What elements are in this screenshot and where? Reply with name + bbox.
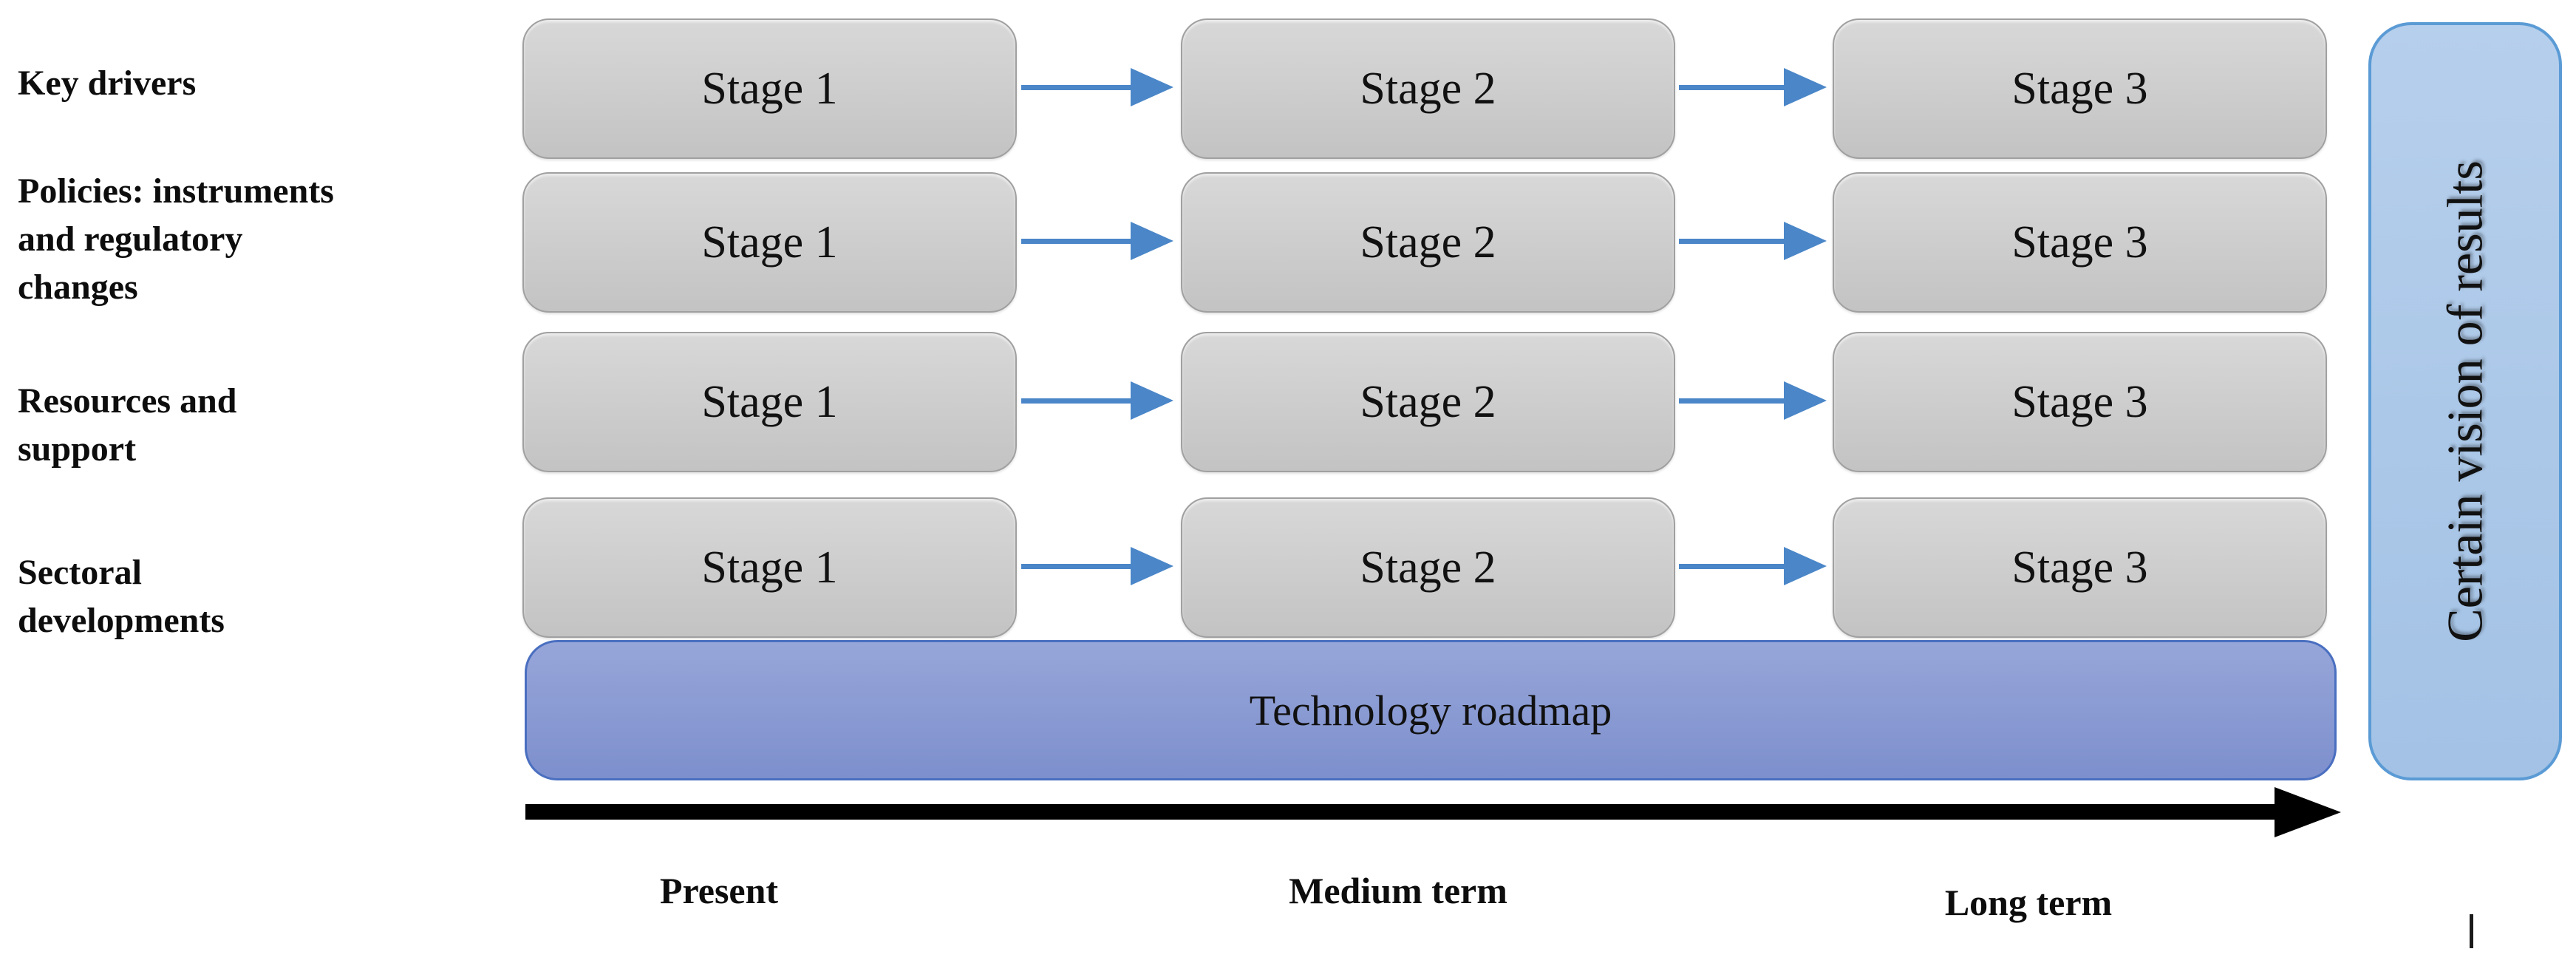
stage-box: Stage 2 xyxy=(1181,172,1675,313)
vision-of-results-box: Certain vision of results xyxy=(2368,22,2562,780)
timeline-arrow-shaft xyxy=(525,804,2275,820)
stage-box-label: Stage 3 xyxy=(2011,376,2148,427)
stage-box-label: Stage 1 xyxy=(701,542,838,593)
stage-box: Stage 3 xyxy=(1833,172,2327,313)
flow-arrow-head-icon xyxy=(1131,222,1173,260)
stage-box-label: Stage 2 xyxy=(1360,542,1496,593)
timeline-arrow-head-icon xyxy=(2275,787,2341,837)
stage-box: Stage 2 xyxy=(1181,497,1675,638)
timeline-label-present: Present xyxy=(659,870,779,911)
row-label-policies: Policies: instruments and regulatory cha… xyxy=(18,171,334,307)
flow-arrow xyxy=(1021,68,1173,106)
flow-arrow-head-icon xyxy=(1784,222,1827,260)
flow-arrow xyxy=(1679,547,1827,585)
row-label-sectoral: Sectoral developments xyxy=(18,553,225,640)
flow-arrow-head-icon xyxy=(1131,68,1173,106)
cursor-tick-mark xyxy=(2470,914,2473,948)
stage-box-label: Stage 2 xyxy=(1360,217,1496,268)
flow-arrow-head-icon xyxy=(1131,547,1173,585)
flow-arrow xyxy=(1021,381,1173,420)
row-label-key-drivers: Key drivers xyxy=(18,64,197,103)
flow-arrow-shaft xyxy=(1679,398,1784,404)
stage-box: Stage 1 xyxy=(522,172,1017,313)
flow-arrow-shaft xyxy=(1021,238,1131,244)
timeline-label-long-term: Long term xyxy=(1944,882,2113,923)
flow-arrow-shaft xyxy=(1679,84,1784,90)
row-label-resources: Resources and support xyxy=(18,381,237,469)
stage-box-label: Stage 2 xyxy=(1360,376,1496,427)
flow-arrow-shaft xyxy=(1679,238,1784,244)
flow-arrow-shaft xyxy=(1679,563,1784,569)
flow-arrow xyxy=(1021,547,1173,585)
flow-arrow xyxy=(1679,68,1827,106)
stage-box: Stage 1 xyxy=(522,18,1017,159)
stage-box: Stage 3 xyxy=(1833,497,2327,638)
technology-roadmap-bar: Technology roadmap xyxy=(525,640,2337,780)
flow-arrow xyxy=(1679,381,1827,420)
vision-of-results-label: Certain vision of results xyxy=(2436,160,2493,642)
flow-arrow-head-icon xyxy=(1784,381,1827,420)
stage-box-label: Stage 2 xyxy=(1360,63,1496,114)
stage-box-label: Stage 1 xyxy=(701,217,838,268)
stage-box: Stage 2 xyxy=(1181,18,1675,159)
stage-box-label: Stage 1 xyxy=(701,63,838,114)
flow-arrow xyxy=(1679,222,1827,260)
stage-box: Stage 2 xyxy=(1181,332,1675,472)
stage-box: Stage 3 xyxy=(1833,332,2327,472)
flow-arrow-shaft xyxy=(1021,84,1131,90)
technology-roadmap-label: Technology roadmap xyxy=(1249,686,1612,735)
stage-box-label: Stage 3 xyxy=(2011,542,2148,593)
flow-arrow-head-icon xyxy=(1131,381,1173,420)
stage-box-label: Stage 1 xyxy=(701,376,838,427)
flow-arrow-shaft xyxy=(1021,398,1131,404)
flow-arrow-shaft xyxy=(1021,563,1131,569)
stage-box: Stage 1 xyxy=(522,497,1017,638)
stage-box: Stage 3 xyxy=(1833,18,2327,159)
flow-arrow-head-icon xyxy=(1784,547,1827,585)
flow-arrow xyxy=(1021,222,1173,260)
timeline-label-medium-term: Medium term xyxy=(1289,870,1507,911)
stage-box-label: Stage 3 xyxy=(2011,217,2148,268)
stage-box-label: Stage 3 xyxy=(2011,63,2148,114)
flow-arrow-head-icon xyxy=(1784,68,1827,106)
stage-box: Stage 1 xyxy=(522,332,1017,472)
